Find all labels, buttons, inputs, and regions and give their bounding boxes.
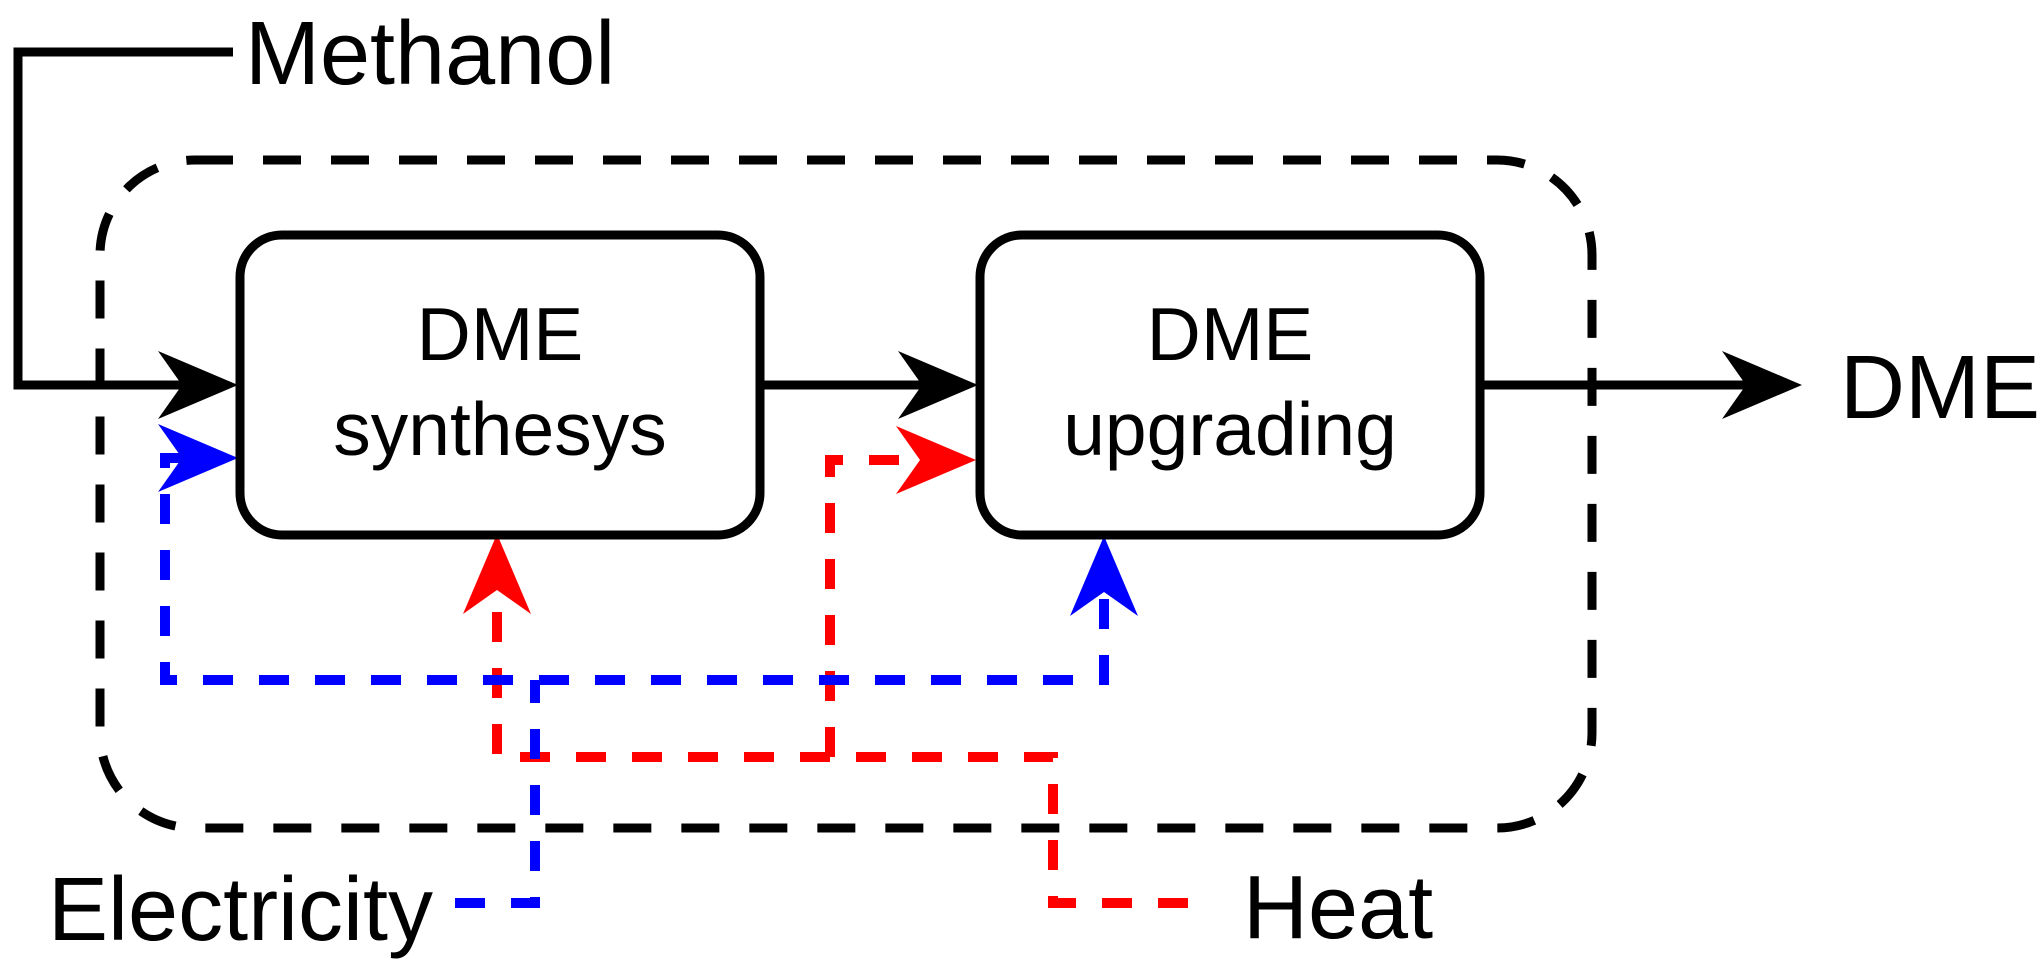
electricity-arrowhead-into-upgrading xyxy=(1070,536,1138,616)
heat-flow xyxy=(492,455,1188,908)
electricity-arrowhead-into-synthesis xyxy=(158,424,238,492)
dme-synthesis-label-line2: synthesys xyxy=(333,387,666,471)
dme-upgrading-label-line2: upgrading xyxy=(1063,387,1397,471)
electricity-flow xyxy=(160,453,1109,908)
dme-output-label: DME xyxy=(1840,338,2040,438)
dme-upgrading-label-line1: DME xyxy=(1147,292,1314,376)
dme-synthesis-label-line1: DME xyxy=(417,292,584,376)
heat-arrowhead-into-upgrading xyxy=(896,426,976,494)
system-boundary xyxy=(95,155,1597,833)
methanol-arrowhead-into-synthesis xyxy=(158,351,238,419)
methanol-label: Methanol xyxy=(245,4,615,104)
heat-label: Heat xyxy=(1243,858,1433,958)
arrowhead-into-upgrading xyxy=(898,351,978,419)
heat-flow-branch-line xyxy=(825,455,922,757)
dme-upgrading-box xyxy=(975,230,1485,540)
material-flow-lines xyxy=(13,47,1750,390)
electricity-label: Electricity xyxy=(48,860,433,960)
methanol-feed-line xyxy=(13,47,233,390)
heat-flow-main-line xyxy=(492,595,1188,908)
electricity-flow-main-line xyxy=(160,453,1109,685)
heat-arrowhead-into-synthesis xyxy=(463,534,531,614)
dme-synthesis-box xyxy=(235,230,765,540)
dme-output-arrowhead xyxy=(1722,351,1802,419)
electricity-flow-riser-line xyxy=(455,680,540,908)
